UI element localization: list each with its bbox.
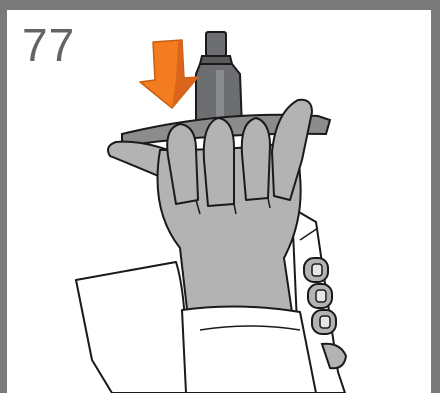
- right-nail-2: [316, 290, 326, 302]
- glove-finger-middle: [204, 118, 234, 206]
- frame-top: [0, 0, 440, 10]
- spindle-collar: [200, 56, 232, 64]
- step-number: 77: [22, 22, 75, 68]
- left-sleeve-cuff: [182, 306, 316, 393]
- spindle-highlight: [216, 70, 224, 124]
- right-nail-1: [312, 264, 322, 276]
- frame-left: [0, 0, 7, 393]
- glove-finger-ring: [242, 118, 270, 200]
- spindle-tip: [206, 32, 226, 56]
- down-arrow-icon: [140, 40, 198, 108]
- arrow-shape: [140, 40, 198, 108]
- left-sleeve-outer: [76, 262, 186, 393]
- spindle: [196, 32, 242, 128]
- frame-right: [431, 0, 440, 393]
- right-nail-3: [320, 316, 330, 328]
